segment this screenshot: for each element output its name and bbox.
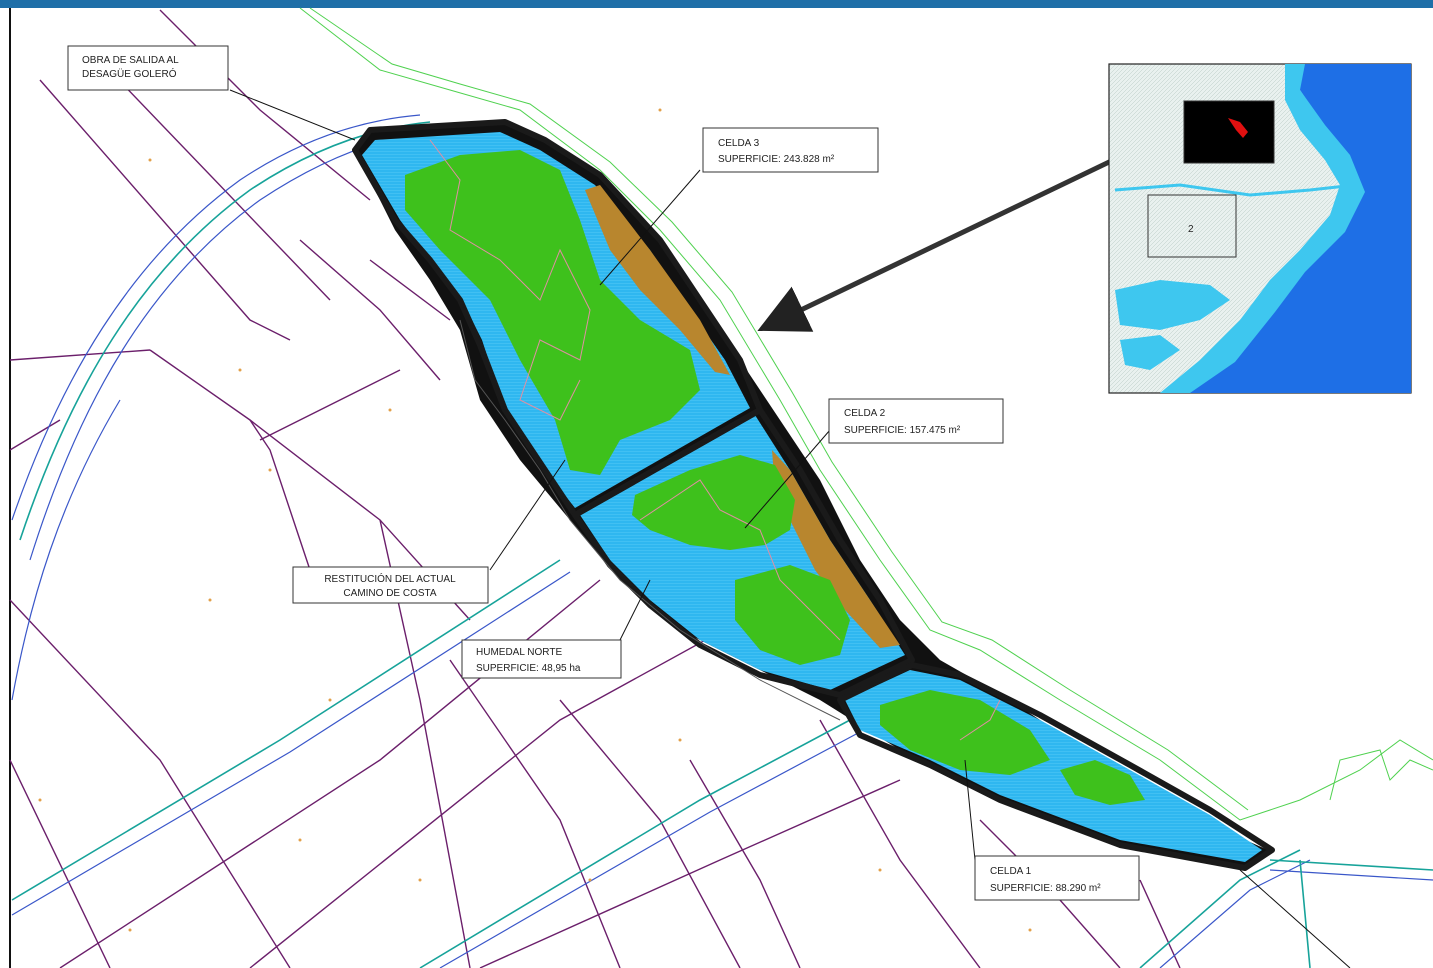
label-celda-1: CELDA 1 SUPERFICIE: 88.290 m² bbox=[974, 855, 1140, 901]
label-celda-1-line1: CELDA 1 bbox=[990, 866, 1032, 877]
vegetation-celda-2b bbox=[735, 565, 850, 665]
label-humedal-line2: SUPERFICIE: 48,95 ha bbox=[476, 663, 581, 674]
field-marks bbox=[38, 108, 1032, 932]
inset-highlight-shape bbox=[1228, 118, 1248, 138]
inset-lagoon bbox=[1115, 280, 1230, 330]
header-bar bbox=[0, 0, 1433, 8]
inset-highlight-box bbox=[1183, 100, 1275, 164]
left-frame-line bbox=[9, 8, 11, 968]
label-celda-3-line1: CELDA 3 bbox=[718, 138, 760, 149]
vegetation-celda-2a bbox=[632, 455, 795, 550]
leader-lines bbox=[229, 89, 1351, 968]
label-celda-2-line1: CELDA 2 bbox=[844, 408, 886, 419]
inset-area-2-label: 2 bbox=[1188, 224, 1194, 235]
label-humedal-norte: HUMEDAL NORTE SUPERFICIE: 48,95 ha bbox=[461, 639, 622, 679]
label-celda-2-line2: SUPERFICIE: 157.475 m² bbox=[844, 425, 961, 436]
label-restitucion: RESTITUCIÓN DEL ACTUAL CAMINO DE COSTA bbox=[292, 566, 489, 604]
label-celda-3-line2: SUPERFICIE: 243.828 m² bbox=[718, 154, 835, 165]
inset-shallows bbox=[1160, 64, 1365, 393]
label-outlet-line1: OBRA DE SALIDA AL bbox=[82, 55, 179, 66]
vegetation-celda-1a bbox=[880, 690, 1050, 775]
label-celda-2: CELDA 2 SUPERFICIE: 157.475 m² bbox=[828, 398, 1004, 444]
label-outlet-line2: DESAGÜE GOLERÓ bbox=[82, 67, 177, 80]
inset-area-2-box bbox=[1147, 194, 1237, 258]
label-outlet: OBRA DE SALIDA AL DESAGÜE GOLERÓ bbox=[67, 45, 229, 91]
inset-sea bbox=[1180, 64, 1411, 393]
label-celda-1-line2: SUPERFICIE: 88.290 m² bbox=[990, 883, 1101, 894]
label-humedal-line1: HUMEDAL NORTE bbox=[476, 647, 562, 658]
mud-strip-celda-2 bbox=[772, 450, 900, 648]
wetland-cells bbox=[352, 119, 1275, 871]
label-restitucion-line2: CAMINO DE COSTA bbox=[343, 588, 436, 599]
arrow-icon bbox=[757, 137, 1157, 332]
mud-strip-celda-3 bbox=[585, 185, 730, 375]
label-celda-3: CELDA 3 SUPERFICIE: 243.828 m² bbox=[702, 127, 879, 173]
vegetation-celda-1b bbox=[1060, 760, 1145, 805]
inset-river bbox=[1114, 183, 1356, 197]
label-restitucion-line1: RESTITUCIÓN DEL ACTUAL bbox=[324, 572, 456, 585]
inset-lagoon-2 bbox=[1120, 335, 1180, 370]
coastline bbox=[299, 7, 1433, 821]
inset-location-map: 2 bbox=[1108, 63, 1412, 394]
vegetation-celda-3 bbox=[405, 150, 700, 475]
